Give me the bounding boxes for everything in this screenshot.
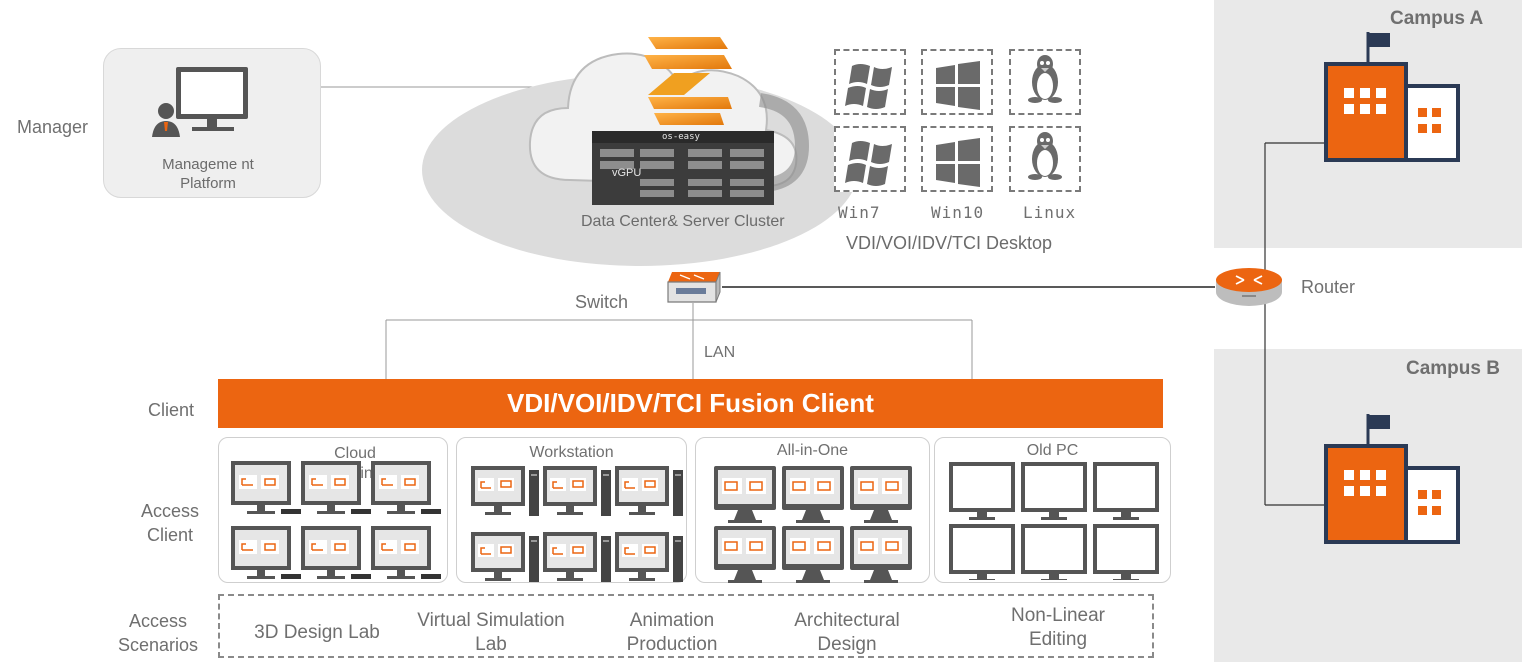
campus-b-title: Campus B — [1406, 358, 1500, 379]
access-scenarios-row-label: Access Scenarios — [117, 611, 199, 655]
management-platform-box: Manageme nt Platform — [103, 48, 321, 198]
campus-b-building-icon — [1324, 414, 1460, 544]
win10-desktop-tile — [921, 49, 993, 115]
panel-title-workstation: Workstation — [529, 444, 614, 461]
cloud-platform-logo-icon — [644, 37, 732, 125]
admin-monitor-icon — [152, 67, 248, 137]
fusion-client-bar: VDI/VOI/IDV/TCI Fusion Client — [218, 379, 1163, 428]
lan-label: LAN — [704, 344, 736, 361]
server-vgpu-label: vGPU — [612, 167, 642, 179]
old-pc-monitors-icon — [949, 462, 1159, 580]
desktop-caption: VDI/VOI/IDV/TCI Desktop — [846, 233, 1053, 253]
router-label: Router — [1301, 277, 1356, 297]
cloud-terminal-devices-icon — [230, 460, 442, 580]
client-row-label: Client — [147, 400, 195, 420]
workstation-devices-icon — [470, 465, 684, 582]
switch-label: Switch — [575, 292, 629, 312]
management-platform-label: Manageme nt Platform — [162, 156, 254, 192]
workstation-panel: Workstation — [456, 437, 687, 583]
campus-a-building-icon — [1324, 32, 1460, 162]
manager-label: Manager — [17, 117, 89, 137]
scenario-virtual-simulation-lab: Virtual Simulation Lab — [417, 610, 565, 655]
scenario-non-linear-editing: Non-Linear Editing — [1011, 605, 1105, 650]
access-scenarios-box — [218, 594, 1154, 658]
access-client-row-label: Access Client — [140, 501, 200, 545]
os-icons — [845, 55, 1062, 187]
panel-title-old-pc: Old PC — [1026, 442, 1079, 459]
cloud-terminal-panel: Cloud Terminal — [218, 437, 448, 583]
panel-title-all-in-one: All-in-One — [776, 442, 849, 459]
old-pc-panel: Old PC — [934, 437, 1171, 583]
router-icon — [1216, 268, 1282, 306]
scenario-3d-design-lab: 3D Design Lab — [254, 622, 380, 643]
switch-icon — [667, 271, 721, 303]
scenario-architectural-design: Architectural Design — [794, 610, 900, 655]
server-brand-label: os-easy — [662, 132, 700, 142]
linux-desktop-tile — [1009, 126, 1081, 192]
os-label-win7: Win7 — [838, 203, 881, 222]
datacenter-label: Data Center& Server Cluster — [581, 213, 785, 230]
all-in-one-devices-icon — [713, 465, 913, 584]
server-rack-icon — [592, 131, 774, 205]
all-in-one-panel: All-in-One — [695, 437, 930, 584]
win10-desktop-tile — [921, 126, 993, 192]
scenario-animation-production: Animation Production — [626, 610, 718, 655]
campus-a-title: Campus A — [1390, 8, 1484, 29]
os-label-linux: Linux — [1023, 203, 1077, 222]
os-label-win10: Win10 — [931, 203, 985, 222]
